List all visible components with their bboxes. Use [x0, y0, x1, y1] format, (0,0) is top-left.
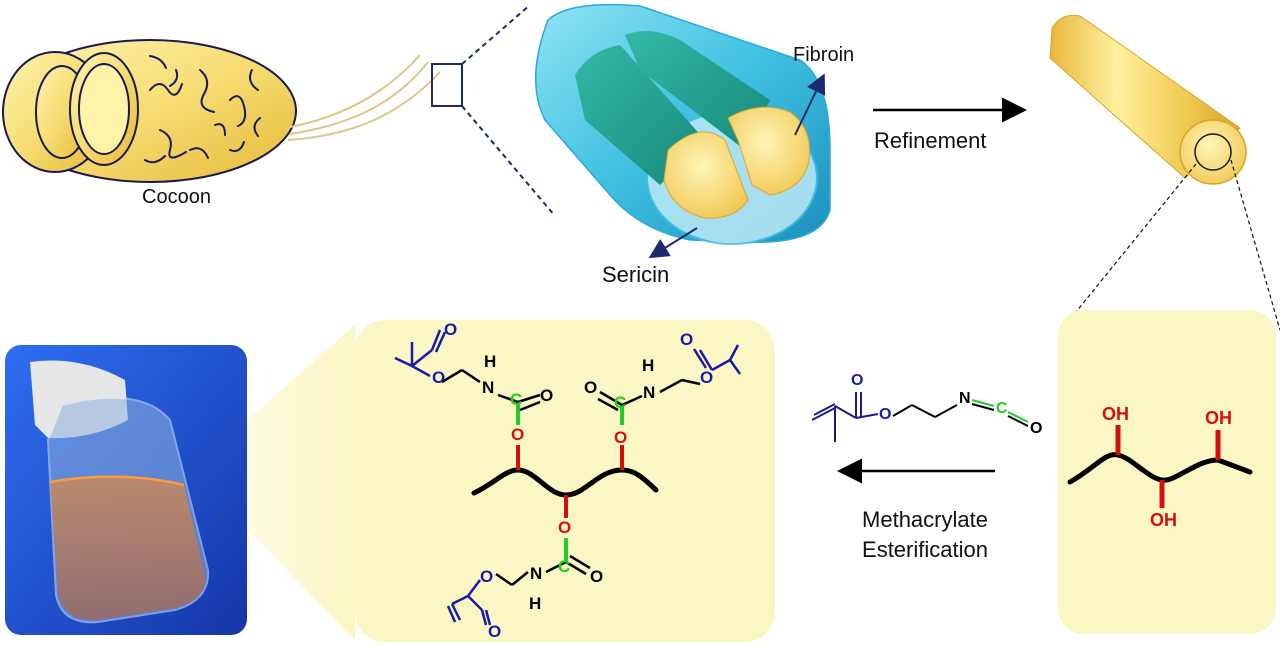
cocoon-illustration	[2, 4, 556, 217]
linking-oxygen-label: O	[511, 425, 525, 444]
carbamate-oxygen-label: O	[584, 378, 598, 397]
hydroxyl-label: OH	[1150, 510, 1177, 530]
linking-oxygen-label: O	[558, 518, 572, 537]
hydroxyl-label: OH	[1205, 408, 1232, 428]
sericin-label: Sericin	[602, 262, 670, 287]
isocyanate-oxygen-label: O	[1030, 420, 1043, 437]
fiber-cross-section	[534, 3, 831, 259]
carbonyl-oxygen-label: O	[680, 330, 694, 349]
carbamate-carbon-label: C	[510, 390, 523, 409]
carbonyl-oxygen-label: O	[488, 622, 502, 641]
carbamate-oxygen-label: O	[540, 386, 554, 405]
refinement-label: Refinement	[874, 128, 987, 153]
carbamate-carbon-label: C	[558, 557, 571, 576]
methacrylate-label: Methacrylate	[862, 507, 988, 532]
ester-oxygen-label: O	[700, 368, 714, 387]
esterification-label: Esterification	[862, 537, 988, 562]
carbonyl-oxygen-label: O	[851, 372, 864, 389]
modified-fibroin-panel	[190, 320, 775, 642]
carbamate-carbon-label: C	[614, 393, 627, 412]
carbonyl-oxygen-label: O	[444, 320, 458, 339]
cocoon-label: Cocoon	[142, 186, 211, 208]
hydroxyl-label: OH	[1102, 404, 1129, 424]
amide-hydrogen-label: H	[529, 594, 542, 613]
nitrogen-label: N	[959, 390, 971, 407]
vial-photo	[5, 345, 247, 635]
nitrogen-label: N	[643, 383, 656, 402]
ester-oxygen-label: O	[879, 406, 892, 423]
amide-hydrogen-label: H	[642, 356, 655, 375]
fibroin-label: Fibroin	[793, 44, 855, 66]
methacrylate-reagent-structure	[811, 392, 1029, 442]
refined-fibroin-rod	[1049, 14, 1280, 331]
carbamate-oxygen-label: O	[590, 567, 604, 586]
nitrogen-label: N	[482, 378, 495, 397]
isocyanate-carbon-label: C	[996, 400, 1008, 417]
linking-oxygen-label: O	[614, 428, 628, 447]
nitrogen-label: N	[530, 564, 543, 583]
hydroxyl-chain-panel	[1058, 310, 1276, 634]
ester-oxygen-label: O	[432, 368, 446, 387]
amide-hydrogen-label: H	[484, 352, 497, 371]
ester-oxygen-label: O	[480, 567, 494, 586]
